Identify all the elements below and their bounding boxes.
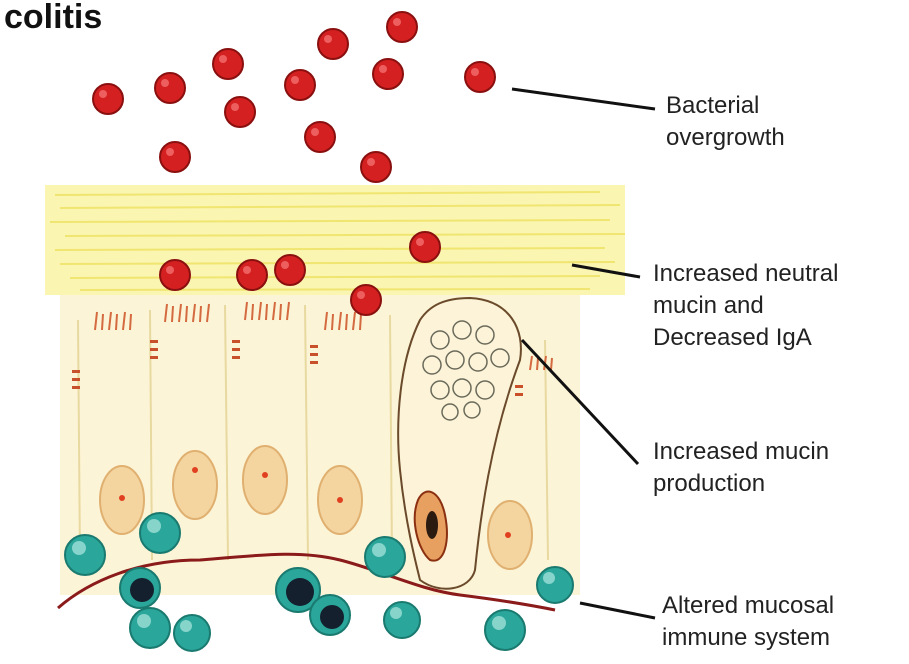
label-bacterial-overgrowth: Bacterial overgrowth [666, 90, 785, 154]
label-increased-mucin-production: Increased mucin production [653, 436, 829, 500]
label-increased-neutral-mucin: Increased neutral mucin and Decreased Ig… [653, 258, 838, 354]
label-altered-mucosal-immune: Altered mucosal immune system [662, 590, 834, 654]
mucus-layer [45, 185, 625, 295]
